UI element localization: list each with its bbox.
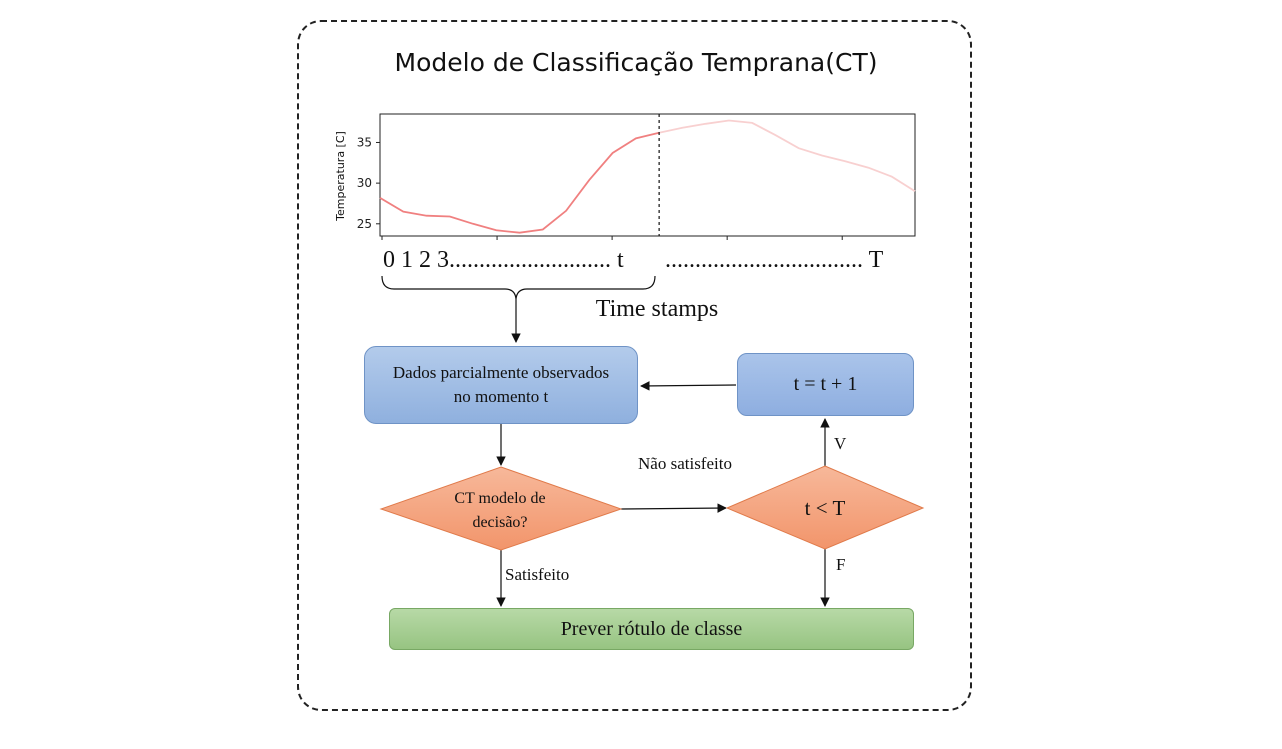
increment-box: t = t + 1 bbox=[737, 353, 914, 416]
partial-data-box: Dados parcialmente observados no momento… bbox=[364, 346, 638, 424]
diagram-frame bbox=[297, 20, 972, 711]
false-branch-label: F bbox=[836, 555, 846, 574]
x-axis-ticks bbox=[381, 236, 843, 240]
arrow-increment-to-data bbox=[640, 381, 737, 391]
predict-label-box: Prever rótulo de classe bbox=[389, 608, 914, 650]
true-branch-label: V bbox=[834, 434, 847, 453]
condition-diamond bbox=[725, 465, 925, 550]
series-future-line bbox=[658, 119, 916, 193]
decision-label: CT modelo de decisão? bbox=[454, 490, 546, 531]
not-satisfied-label: Não satisfeito bbox=[638, 454, 732, 473]
arrow-decision-to-condition bbox=[620, 503, 727, 513]
series-observed-line bbox=[379, 131, 660, 234]
chart-plot-frame bbox=[379, 113, 916, 237]
condition-label: t < T bbox=[804, 496, 846, 520]
temperature-chart: 25 30 35 Temperatura [C] bbox=[334, 113, 916, 240]
y-axis-ticks: 25 30 35 bbox=[357, 135, 380, 231]
satisfied-label: Satisfeito bbox=[505, 565, 570, 584]
y-tick-label: 25 bbox=[357, 217, 372, 231]
timeline-start-label: 0 1 2 3........................... t bbox=[383, 247, 624, 273]
y-axis-label: Temperatura [C] bbox=[334, 131, 347, 222]
diagram-title: Modelo de Classificação Temprana(CT) bbox=[394, 48, 878, 77]
timeline-end-label: ................................. T bbox=[665, 247, 884, 273]
timestamps-caption: Time stamps bbox=[595, 296, 719, 322]
y-tick-label: 35 bbox=[357, 135, 372, 149]
decision-diamond bbox=[379, 466, 623, 551]
y-tick-label: 30 bbox=[357, 176, 372, 190]
